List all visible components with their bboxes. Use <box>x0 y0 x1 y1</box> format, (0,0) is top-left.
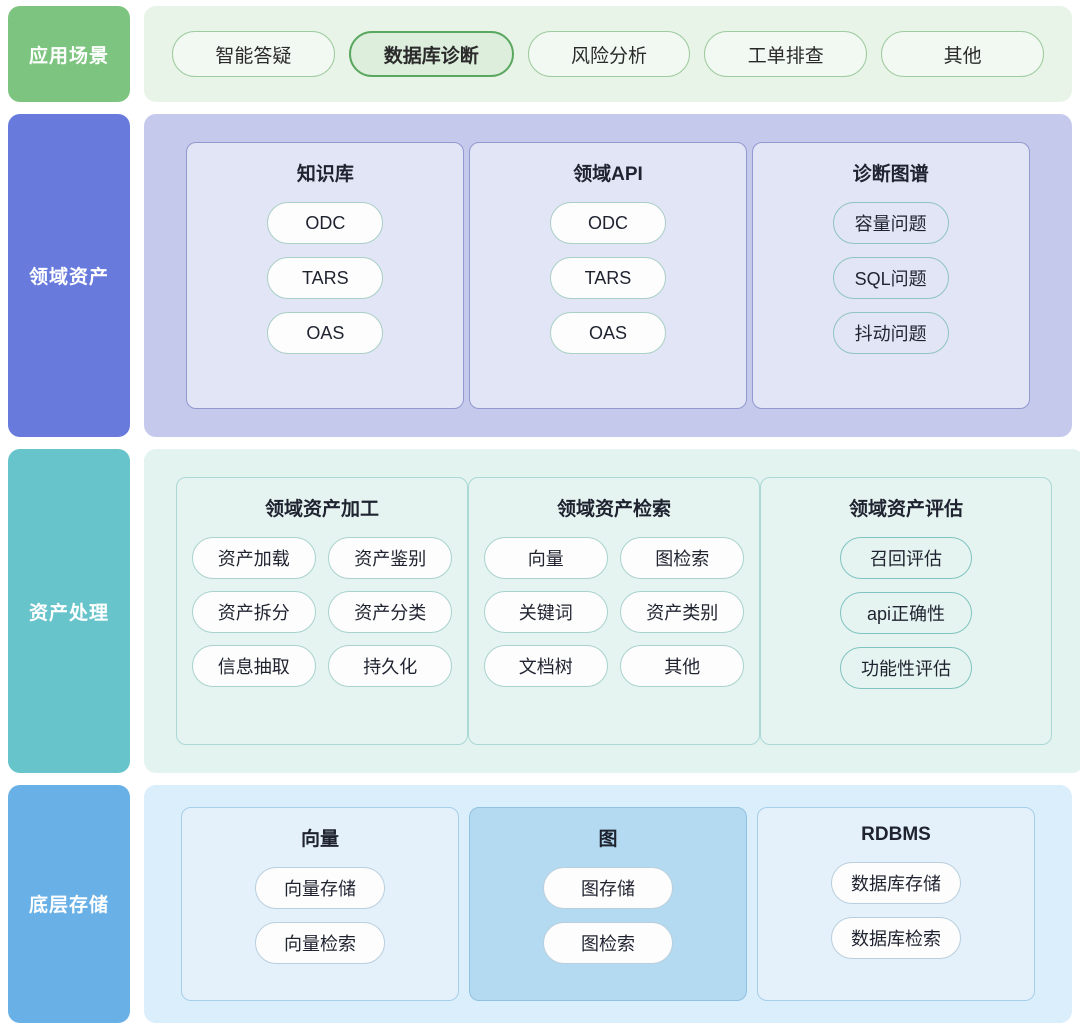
layer-label-application-scenarios: 应用场景 <box>8 6 130 103</box>
pill-database-search[interactable]: 数据库检索 <box>831 916 961 959</box>
card-title: 图 <box>598 828 618 850</box>
pill-keyword[interactable]: 关键词 <box>483 591 608 634</box>
layer-application-scenarios: 应用场景 智能答疑 数据库诊断 风险分析 工单排查 其他 <box>8 6 1072 103</box>
pill-stack: 向量存储 向量检索 <box>255 866 385 964</box>
pill-capacity-issue[interactable]: 容量问题 <box>832 202 949 245</box>
card-rdbms-storage: RDBMS 数据库存储 数据库检索 <box>757 806 1035 1001</box>
card-asset-evaluation: 领域资产评估 召回评估 api正确性 功能性评估 <box>760 477 1052 745</box>
scenario-pill-ticket-triage[interactable]: 工单排查 <box>704 31 868 78</box>
pill-api-tars[interactable]: TARS <box>549 257 666 300</box>
domain-assets-card-row: 知识库 ODC TARS OAS 领域API ODC TARS OAS 诊断图谱 <box>144 114 1072 438</box>
layer-domain-assets: 领域资产 知识库 ODC TARS OAS 领域API ODC TARS OAS <box>8 114 1072 438</box>
pill-stack: 容量问题 SQL问题 抖动问题 <box>832 202 949 355</box>
pill-database-store[interactable]: 数据库存储 <box>831 861 961 904</box>
pill-information-extraction[interactable]: 信息抽取 <box>191 645 316 688</box>
pill-stack: 图存储 图检索 <box>543 866 673 964</box>
pill-api-correctness[interactable]: api正确性 <box>840 592 972 635</box>
pill-asset-category[interactable]: 资产类别 <box>620 591 745 634</box>
card-title: 诊断图谱 <box>852 164 929 186</box>
card-title: RDBMS <box>861 823 931 845</box>
card-title: 领域资产检索 <box>556 499 671 521</box>
pill-stack: 召回评估 api正确性 功能性评估 <box>840 537 972 690</box>
pill-vector-search[interactable]: 向量检索 <box>255 921 385 964</box>
scenario-pill-other[interactable]: 其他 <box>881 31 1044 78</box>
card-title: 领域资产评估 <box>848 499 963 521</box>
scenario-pill-database-diagnosis[interactable]: 数据库诊断 <box>348 31 514 78</box>
pill-grid: 资产加载 资产鉴别 资产拆分 资产分类 信息抽取 持久化 <box>191 537 453 688</box>
card-asset-retrieval: 领域资产检索 向量 图检索 关键词 资产类别 文档树 其他 <box>468 477 760 745</box>
card-vector-storage: 向量 向量存储 向量检索 <box>181 806 459 1001</box>
layer-underlying-storage: 底层存储 向量 向量存储 向量检索 图 图存储 图检索 RDBMS 数据库存 <box>8 784 1072 1023</box>
card-diagnosis-graph: 诊断图谱 容量问题 SQL问题 抖动问题 <box>751 142 1030 410</box>
pill-kb-tars[interactable]: TARS <box>267 257 384 300</box>
pill-kb-odc[interactable]: ODC <box>267 202 384 245</box>
pill-kb-oas[interactable]: OAS <box>267 312 384 355</box>
pill-vector[interactable]: 向量 <box>483 537 608 580</box>
card-graph-storage: 图 图存储 图检索 <box>469 806 747 1001</box>
pill-asset-identify[interactable]: 资产鉴别 <box>328 537 453 580</box>
pill-grid: 向量 图检索 关键词 资产类别 文档树 其他 <box>483 537 745 688</box>
storage-card-row: 向量 向量存储 向量检索 图 图存储 图检索 RDBMS 数据库存储 数据库检索 <box>144 784 1072 1023</box>
pill-asset-split[interactable]: 资产拆分 <box>191 591 316 634</box>
card-title: 知识库 <box>296 164 354 186</box>
pill-asset-load[interactable]: 资产加载 <box>191 537 316 580</box>
pill-functional-evaluation[interactable]: 功能性评估 <box>840 647 972 690</box>
card-domain-api: 领域API ODC TARS OAS <box>468 142 747 410</box>
layer-label-underlying-storage: 底层存储 <box>8 784 130 1023</box>
card-title: 领域API <box>573 164 643 186</box>
pill-persistence[interactable]: 持久化 <box>328 645 453 688</box>
pill-asset-classify[interactable]: 资产分类 <box>328 591 453 634</box>
pill-stack: ODC TARS OAS <box>549 202 666 355</box>
asset-processing-card-row: 领域资产加工 资产加载 资产鉴别 资产拆分 资产分类 信息抽取 持久化 领域资产… <box>144 449 1080 773</box>
layer-asset-processing: 资产处理 领域资产加工 资产加载 资产鉴别 资产拆分 资产分类 信息抽取 持久化… <box>8 449 1080 773</box>
scenario-pill-row: 智能答疑 数据库诊断 风险分析 工单排查 其他 <box>144 6 1072 103</box>
pill-api-odc[interactable]: ODC <box>549 202 666 245</box>
pill-sql-issue[interactable]: SQL问题 <box>832 257 949 300</box>
card-title: 向量 <box>300 828 339 850</box>
pill-graph-store[interactable]: 图存储 <box>543 866 673 909</box>
scenario-pill-smart-qa[interactable]: 智能答疑 <box>172 31 335 78</box>
pill-stack: 数据库存储 数据库检索 <box>831 861 961 959</box>
pill-graph-search[interactable]: 图检索 <box>543 921 673 964</box>
layer-label-domain-assets: 领域资产 <box>8 114 130 438</box>
card-title: 领域资产加工 <box>264 499 379 521</box>
pill-document-tree[interactable]: 文档树 <box>483 645 608 688</box>
pill-other[interactable]: 其他 <box>620 645 745 688</box>
layer-label-asset-processing: 资产处理 <box>8 449 130 773</box>
pill-jitter-issue[interactable]: 抖动问题 <box>832 312 949 355</box>
pill-vector-store[interactable]: 向量存储 <box>255 866 385 909</box>
pill-api-oas[interactable]: OAS <box>549 312 666 355</box>
pill-stack: ODC TARS OAS <box>267 202 384 355</box>
scenario-pill-risk-analysis[interactable]: 风险分析 <box>527 31 691 78</box>
pill-recall-evaluation[interactable]: 召回评估 <box>840 537 972 580</box>
pill-graph-retrieval[interactable]: 图检索 <box>620 537 745 580</box>
card-knowledge-base: 知识库 ODC TARS OAS <box>186 142 465 410</box>
card-asset-production: 领域资产加工 资产加载 资产鉴别 资产拆分 资产分类 信息抽取 持久化 <box>176 477 468 745</box>
